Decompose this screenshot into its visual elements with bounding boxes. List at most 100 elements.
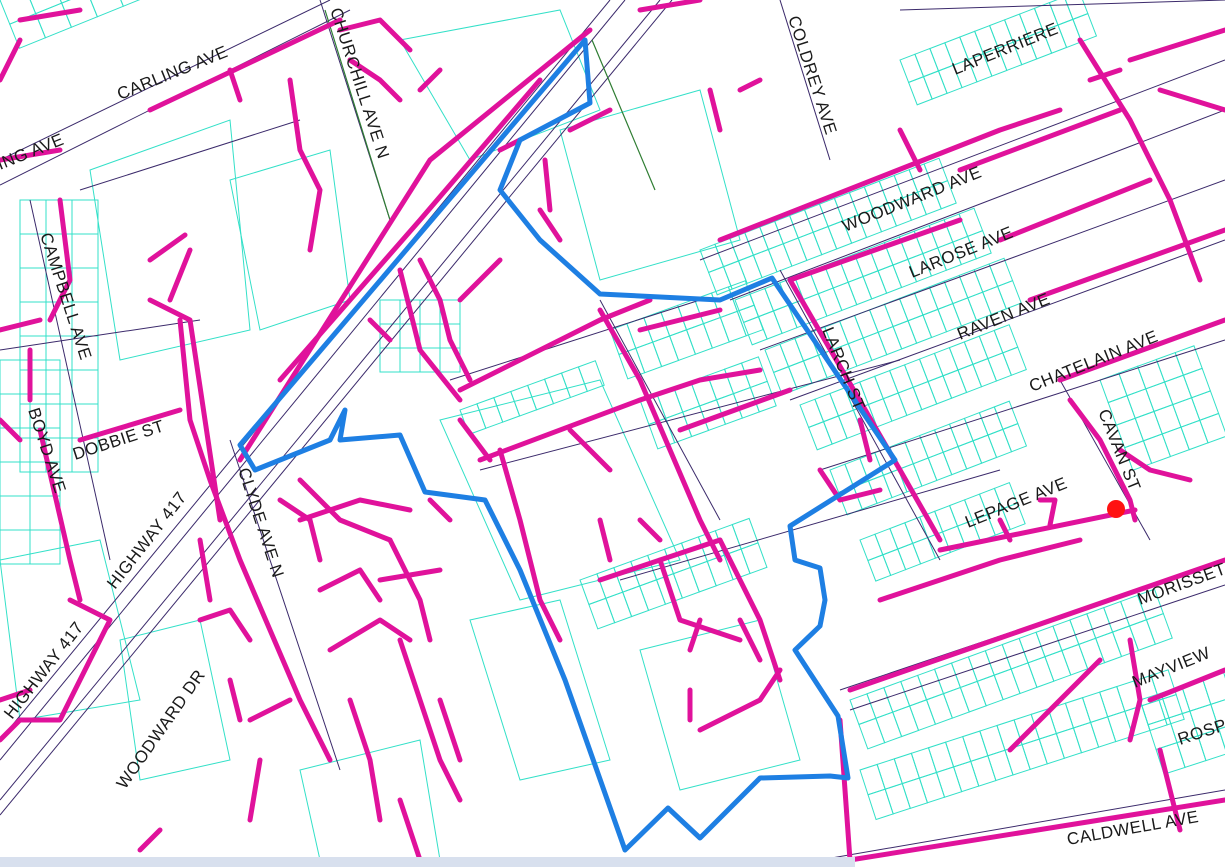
sewer-west-south-3 [387,537,433,643]
parcel-lot [112,0,150,7]
map-bottom-strip [0,857,855,867]
sewer-mid-block-7 [397,267,463,403]
sewer-morisset [847,557,1225,693]
parcel-lot [1002,422,1028,453]
sewer-north-mid [337,17,413,53]
sewer-cavan-2 [1117,447,1193,483]
parcel-block [0,0,150,49]
parcel-lot [967,230,992,260]
sewer-mid-block-5 [677,387,793,433]
sewer-south-5 [737,617,763,663]
sewer-south-4 [717,537,783,683]
sewer-raven-2 [957,107,1123,173]
caldwell-line [819,789,1225,861]
misc-street-5 [0,319,201,351]
parcel-lot [932,180,957,210]
sewer-mid-block-4 [637,307,723,333]
parcel-lot [577,360,605,392]
sewer-churchill [227,67,243,103]
sewer-south-8 [637,517,663,543]
parcel-block [639,356,777,450]
sewer-west-south-1 [297,497,413,523]
parcel-outline [399,9,601,161]
sewer-east-edge-2 [1077,37,1203,283]
sewer-morisset-4 [1007,657,1103,753]
sewer-chatelain [1057,317,1225,383]
parcel-lot [1001,502,1026,531]
sewer-caldwell-2 [1157,747,1183,833]
sewer-north-1 [17,7,83,23]
sewer-woodward [717,107,1063,243]
sewer-larose-2 [997,177,1153,243]
rail-spur-2 [591,39,656,191]
sewer-caldwell [847,797,1225,863]
sewer-clyde [177,317,333,763]
sewer-west-south-17 [427,497,453,523]
parcel-block [379,299,461,373]
sewer-west-south-10 [247,757,263,823]
sewer-north-5 [737,77,763,93]
parcel-outline [559,89,741,281]
rail-layer [324,9,656,221]
sewer-boyd [37,427,83,603]
sewer-morisset-5 [1147,667,1225,703]
sewer-lepage [937,507,1138,553]
misc-street-4 [79,119,301,191]
sewer-west-south-12 [197,537,213,603]
sewer-mid-block-6 [417,257,473,383]
sewer-south-10 [687,617,703,653]
sewer-lepage-3 [997,517,1013,543]
sewer-hwy-spur-3 [567,107,613,133]
sewer-west-south-9 [247,697,293,723]
parcel-lot [1158,693,1185,726]
sewer-hwy-west [0,597,113,743]
parcel-lot [1145,612,1173,645]
sewer-mid-block-9 [537,207,563,243]
sewer-carling [147,17,343,113]
parcel-outline [119,619,231,781]
location-marker[interactable] [1107,500,1125,518]
parcel-outline [639,619,801,791]
sewer-mid-block-3 [597,307,723,563]
parcel-block [734,207,992,346]
parcel-block [1139,672,1225,775]
parcel-outline [439,379,681,601]
parcel-lot [997,280,1022,310]
sewer-lepage-2 [1037,497,1058,528]
parcel-block [459,360,605,436]
sewer-west-south-14 [437,697,463,763]
sewer-mid-block-11 [457,417,493,463]
parcel-block [859,482,1026,582]
misc-street-1 [599,299,721,521]
rail-spur-1 [324,9,391,221]
sewer-west-south-5 [377,567,443,583]
sewer-mid-2 [147,232,188,263]
carling-line [0,0,331,161]
sewer-east-edge-4 [1087,67,1123,83]
chatelain-line [789,239,1225,401]
sewer-hwy-spur-2 [542,157,553,213]
parcel-lot [736,304,764,337]
sewer-woodward-2 [897,127,923,173]
parcel-block [1099,345,1225,471]
sewer-west-4 [0,687,33,703]
sewer-south-12 [817,467,883,503]
parcel-block [849,588,1173,750]
sewer-hwy-east-2 [277,77,543,383]
sewer-mid-block [457,297,653,393]
parcel-lot [1210,696,1225,730]
parcel-block [764,257,1022,396]
sewer-west-south-13 [227,677,243,723]
sewer-ingave [0,147,63,163]
misc-street-6 [619,469,1001,581]
sewer-churchill-3 [347,57,403,103]
study-area-boundary [237,37,898,853]
sewer-larch [787,277,943,543]
raven-line [759,179,1225,351]
coldrey-line [779,0,831,161]
